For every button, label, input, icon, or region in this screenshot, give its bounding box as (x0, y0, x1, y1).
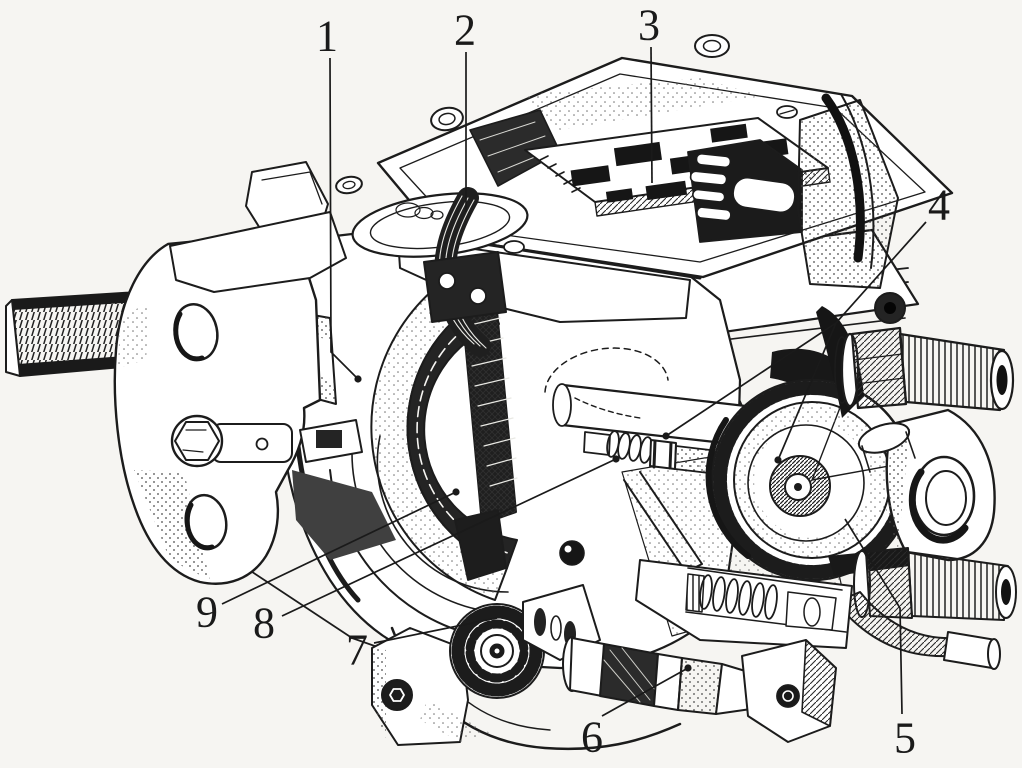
callout-label-1: 1 (316, 12, 338, 61)
callout-2: 2 (454, 6, 476, 212)
connector-pin (695, 152, 732, 169)
callout-8: 8 (253, 455, 620, 648)
callout-label-7: 7 (346, 626, 368, 675)
callout-leader-5 (844, 518, 903, 715)
callout-label-8: 8 (253, 599, 275, 648)
pump-control-unit (335, 34, 954, 357)
outlet-fitting-upper (816, 306, 1015, 418)
callout-label-9: 9 (196, 588, 218, 637)
sensor-block (423, 251, 507, 323)
callout-7: 7 (346, 617, 498, 675)
connector-barrel (732, 176, 796, 214)
callout-9: 9 (196, 488, 460, 637)
cover-curl (821, 93, 865, 263)
callout-3: 3 (638, 1, 660, 184)
valve-spring-channel (635, 559, 853, 649)
right-foot (741, 639, 837, 743)
callout-1: 1 (316, 12, 362, 383)
connector-pin (692, 188, 726, 203)
callout-dot-6 (684, 664, 692, 672)
callout-dot-4 (774, 456, 782, 464)
outlet-fitting-lower (828, 547, 1017, 621)
plate-screw (335, 175, 363, 195)
callout-5: 5 (844, 518, 916, 763)
callout-leader-8 (281, 458, 617, 617)
bottom-assembly (371, 584, 837, 751)
lid-screw (430, 106, 464, 132)
callout-leader-9 (221, 491, 457, 605)
callout-dot-4 (662, 432, 670, 440)
connector-pin (689, 170, 728, 186)
connector-block (687, 139, 803, 243)
washer-arm (211, 423, 293, 463)
callout-label-3: 3 (638, 1, 660, 50)
callout-4: 4 (662, 181, 950, 464)
callout-layer: 1 2 3 4 5 6 7 89 (196, 1, 950, 763)
callout-leader-3 (650, 46, 653, 184)
callout-leader-7 (373, 617, 498, 644)
vane-supply-pump (449, 603, 545, 699)
left-foot (371, 627, 490, 746)
ball-detail (559, 540, 585, 566)
callout-label-6: 6 (581, 713, 603, 762)
callout-label-5: 5 (894, 714, 916, 763)
hex-bolt (174, 421, 220, 461)
callout-label-4: 4 (928, 181, 950, 230)
plate-screw (503, 240, 525, 254)
lid-screw (694, 34, 730, 58)
callout-leader-1 (329, 57, 359, 380)
connector-pin (696, 206, 732, 222)
drain-tube (835, 591, 1001, 670)
callout-dot-1 (354, 375, 362, 383)
callout-dot-9 (452, 488, 460, 496)
callout-leader-4 (777, 322, 837, 461)
callout-label-2: 2 (454, 6, 476, 55)
callout-6: 6 (581, 664, 692, 762)
callout-leader-6 (601, 667, 689, 717)
callout-dot-8 (612, 455, 620, 463)
distributor-head-boss (857, 408, 996, 562)
